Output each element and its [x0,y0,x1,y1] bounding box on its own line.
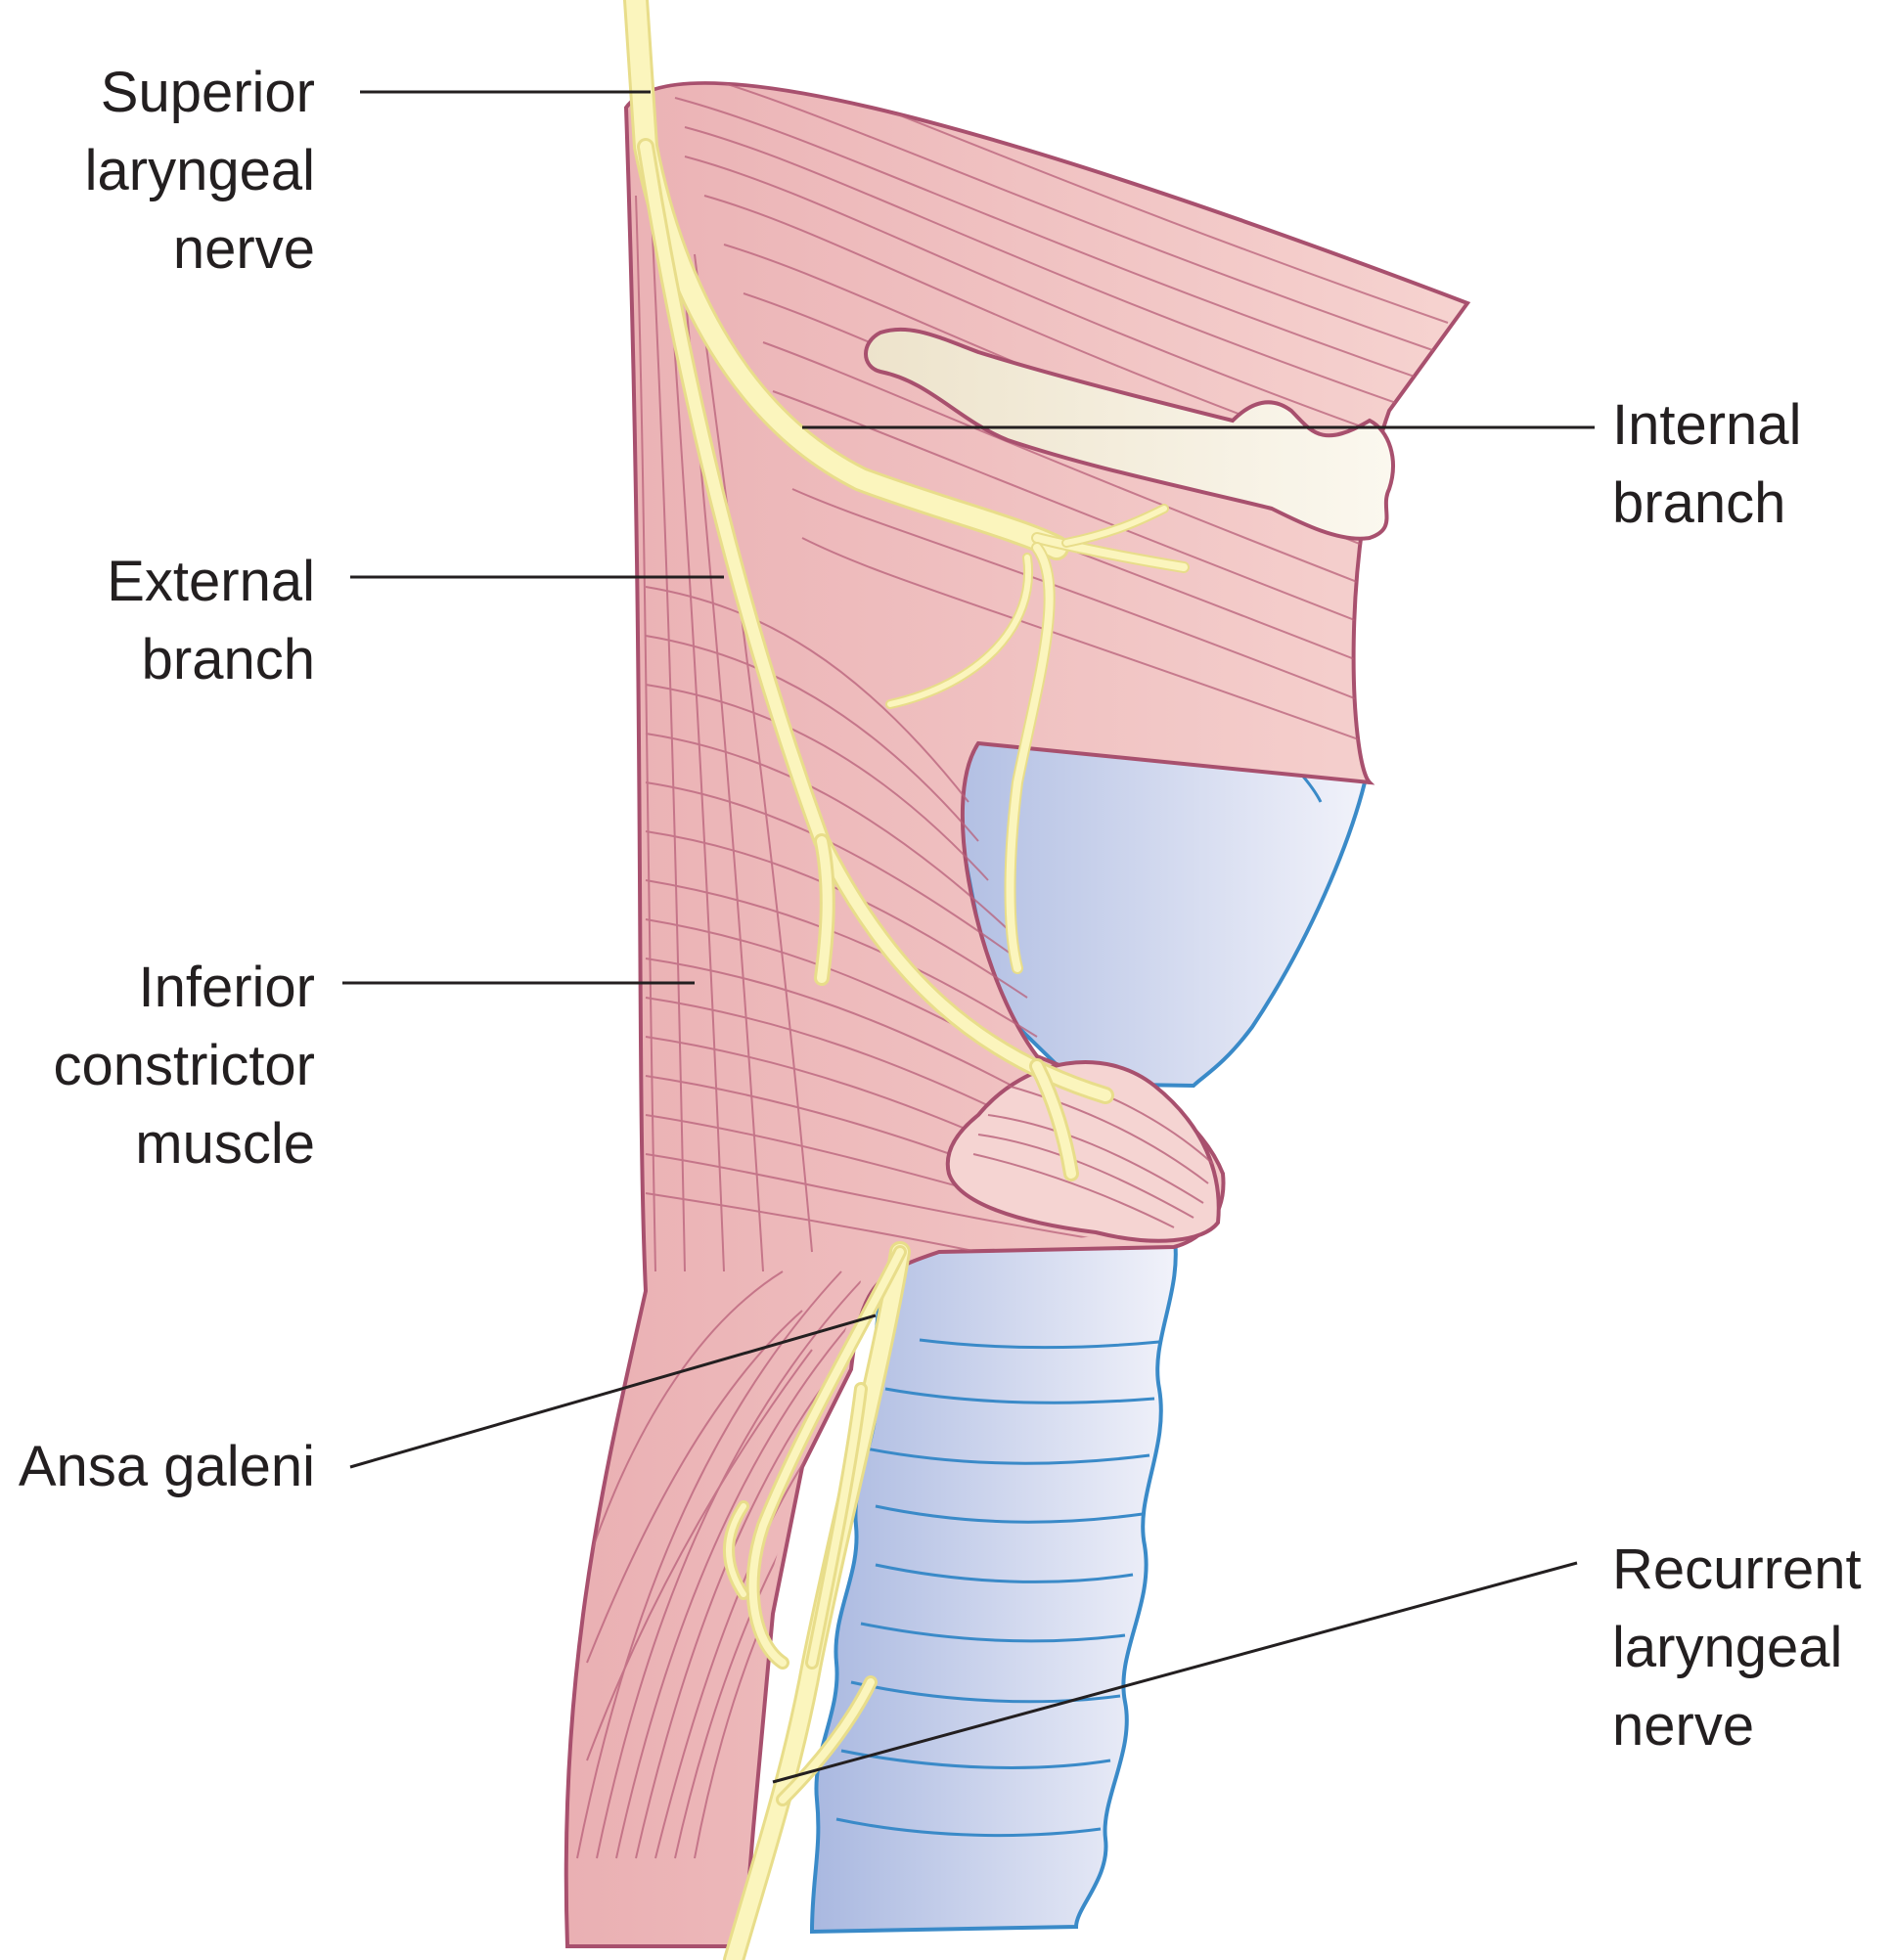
label-inferior-constrictor-muscle: Inferior constrictor muscle [53,949,315,1183]
label-superior-laryngeal-nerve-line-1: Superior [100,61,315,124]
label-ansa-galeni-line-1: Ansa galeni [18,1435,315,1498]
internal-branch-nerve [885,504,1190,974]
external-branch-nerve [637,138,1114,1181]
leader-recurrent-laryngeal-nerve [772,1561,1578,1784]
trachea [809,1230,1178,1935]
superior-laryngeal-nerve [623,0,1069,560]
label-superior-laryngeal-nerve-line-2: laryngeal [84,139,315,202]
label-external-branch-line-1: External [107,550,315,613]
leader-ansa-galeni [349,1314,877,1469]
label-external-branch-line-2: branch [141,628,315,691]
hyoid-bone [864,327,1395,541]
label-superior-laryngeal-nerve: Superior laryngeal nerve [85,54,315,289]
recurrent-laryngeal-nerve [723,1241,911,1960]
label-inferior-constrictor-muscle-line-2: constrictor [53,1034,315,1097]
label-internal-branch-line-2: branch [1612,471,1786,535]
label-external-branch: External branch [107,543,315,699]
label-internal-branch-line-1: Internal [1612,393,1802,457]
label-inferior-constrictor-muscle-line-1: Inferior [138,956,315,1019]
label-recurrent-laryngeal-nerve-line-1: Recurrent [1612,1537,1862,1601]
label-recurrent-laryngeal-nerve-line-3: nerve [1612,1694,1755,1758]
label-ansa-galeni: Ansa galeni [19,1428,315,1506]
leader-lines [342,90,1595,1784]
cricothyroid-muscle [945,1060,1221,1243]
label-recurrent-laryngeal-nerve-line-2: laryngeal [1612,1616,1843,1679]
label-inferior-constrictor-muscle-line-3: muscle [135,1112,315,1176]
label-recurrent-laryngeal-nerve: Recurrent laryngeal nerve [1612,1531,1862,1765]
label-internal-branch: Internal branch [1612,386,1801,543]
label-superior-laryngeal-nerve-line-3: nerve [172,217,315,281]
